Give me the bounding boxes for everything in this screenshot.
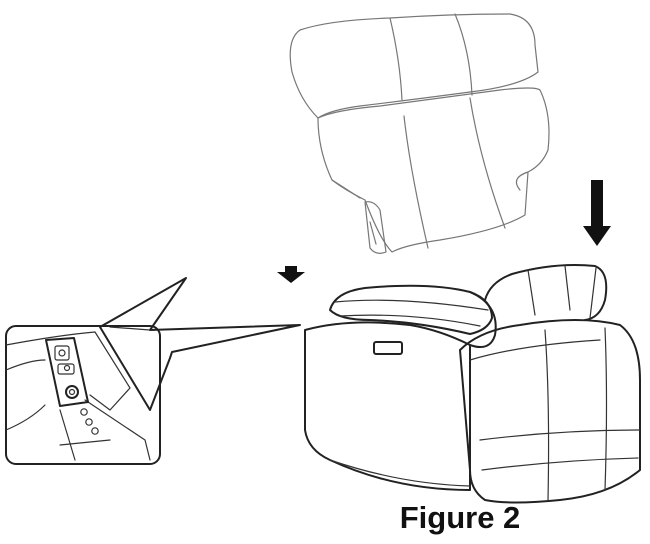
down-arrow-icon [583, 180, 611, 246]
seat-back-illustration [289, 13, 550, 254]
callout-pointer [99, 277, 301, 411]
detail-zoom-box [5, 325, 161, 465]
figure-caption: Figure 2 [399, 500, 521, 535]
recliner-base-illustration [304, 264, 641, 504]
small-down-arrow-icon [277, 266, 305, 283]
